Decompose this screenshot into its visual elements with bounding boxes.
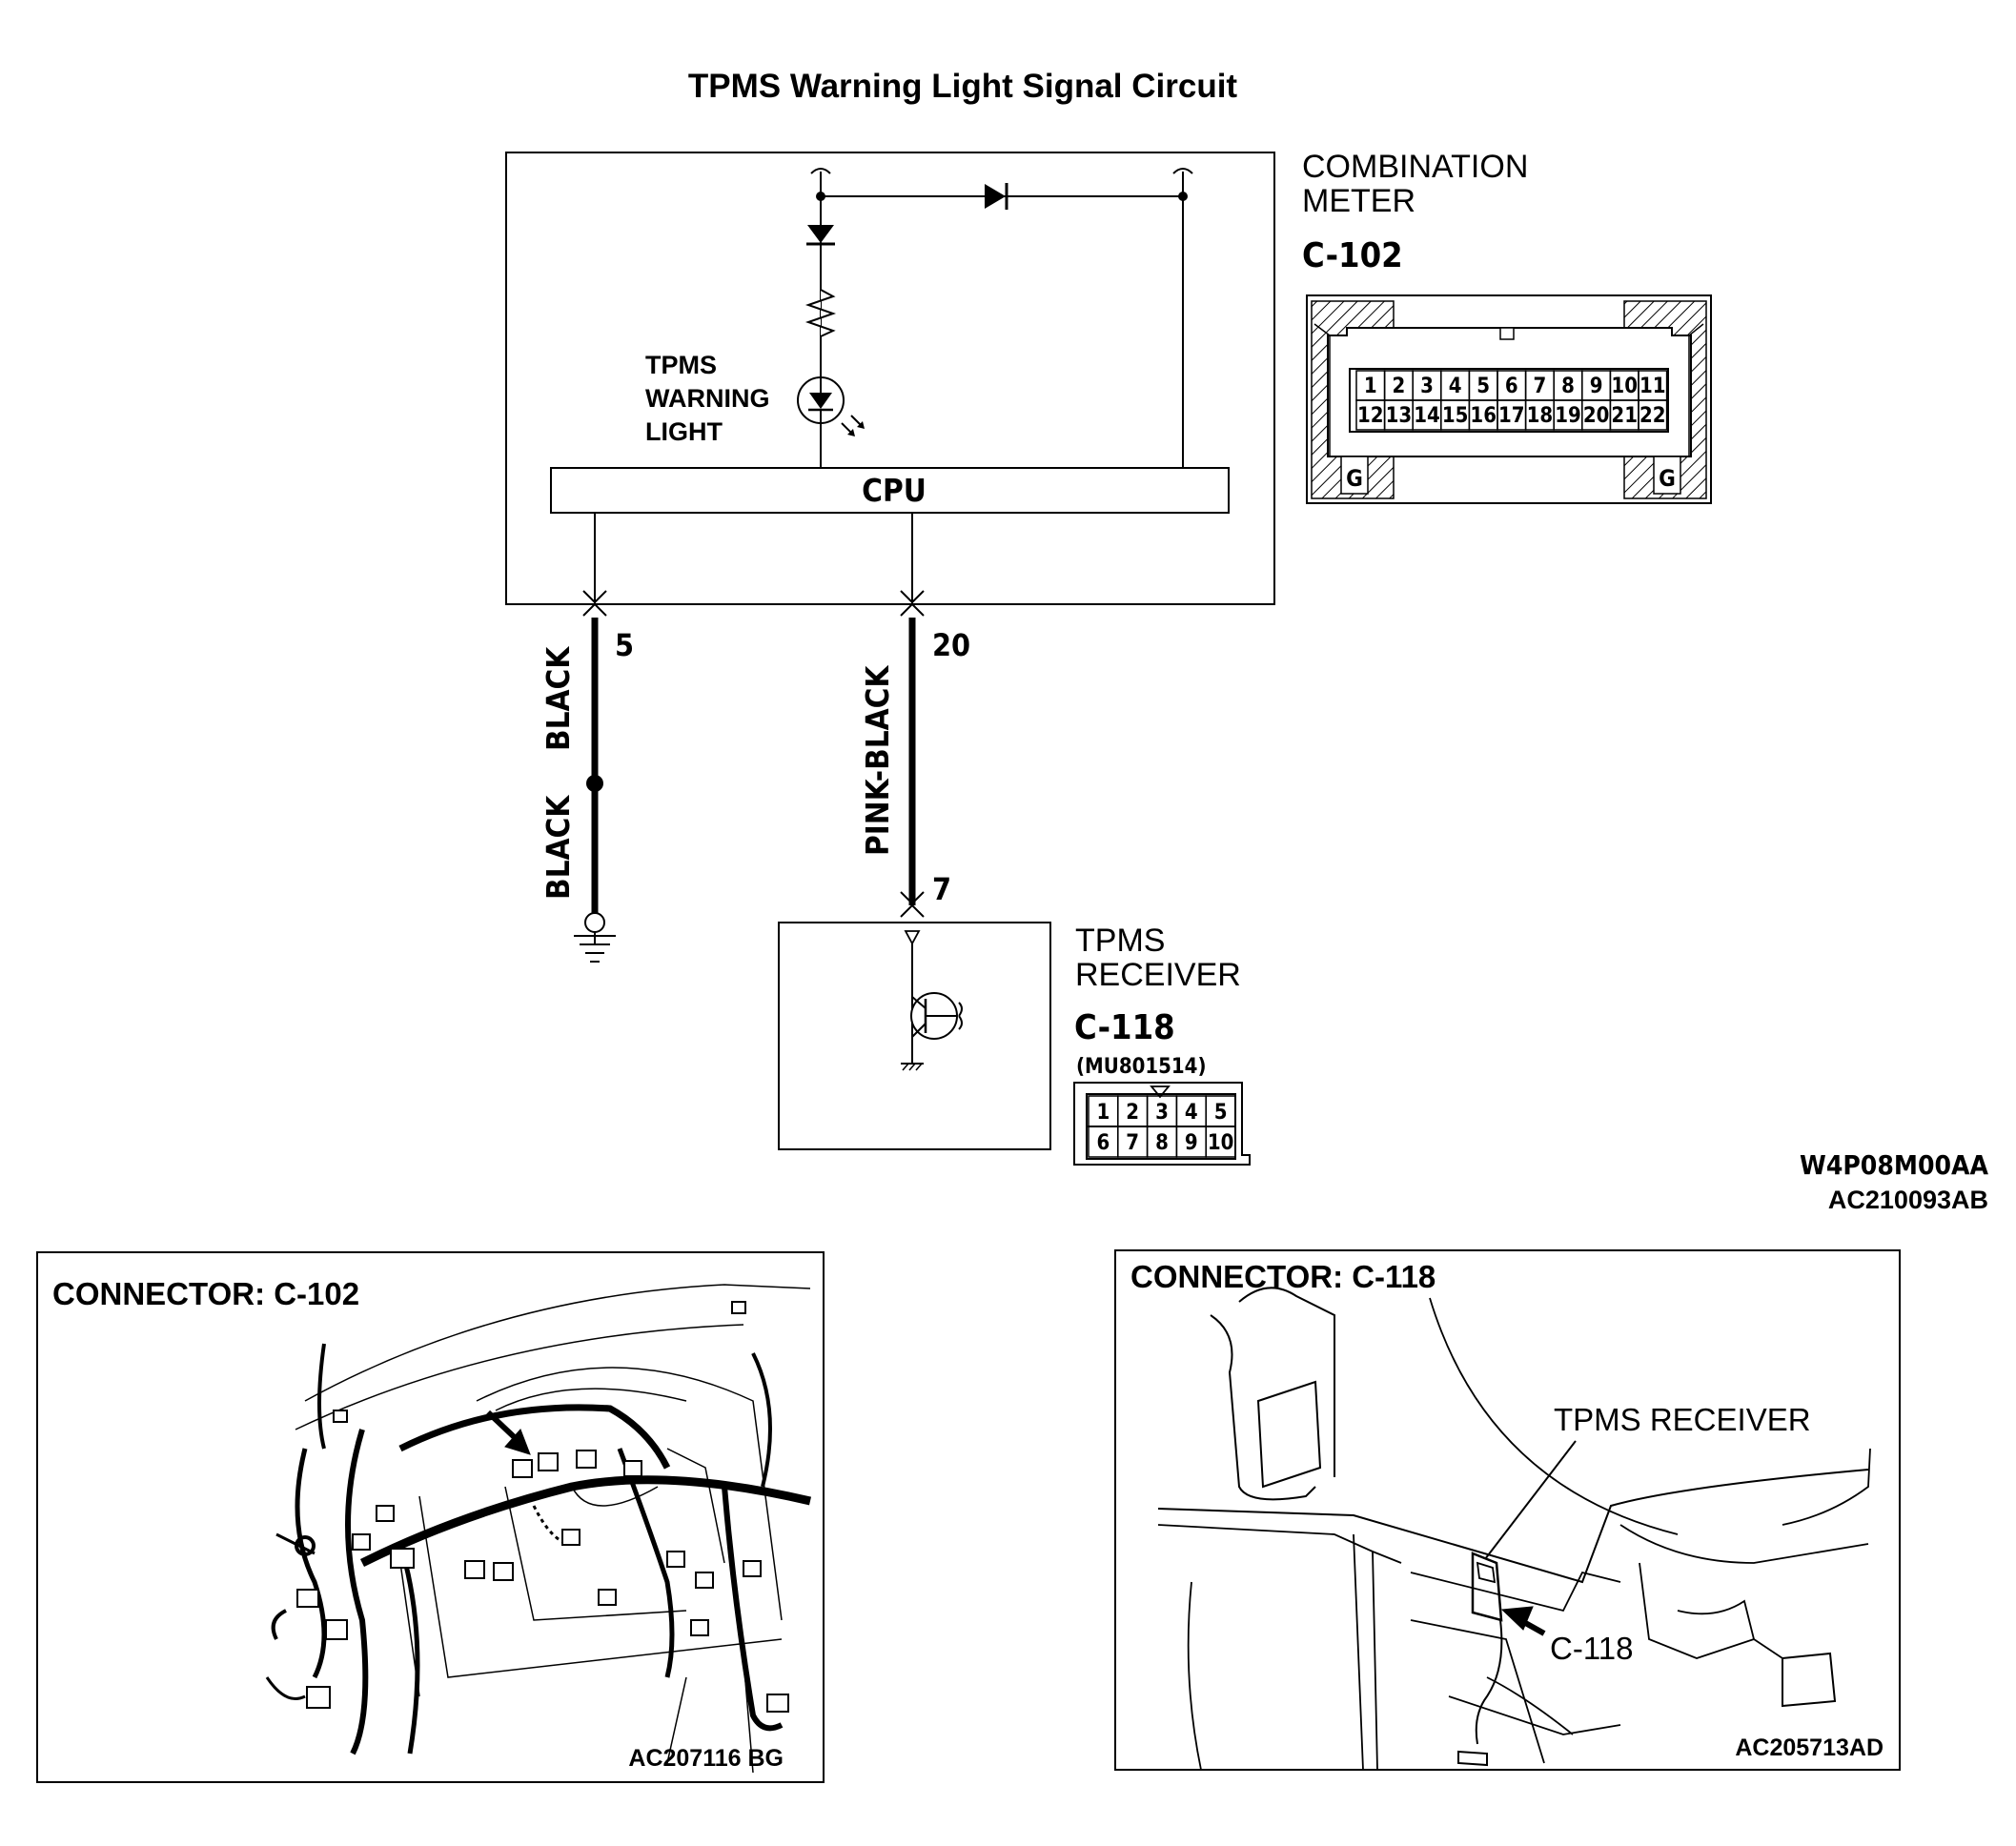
warning-light-label-2: WARNING bbox=[645, 384, 770, 413]
pin-number: 13 bbox=[1386, 404, 1413, 428]
cpu-label: CPU bbox=[862, 472, 927, 509]
diagram-title: TPMS Warning Light Signal Circuit bbox=[688, 68, 1238, 105]
diode-horizontal bbox=[985, 183, 1008, 210]
pin-number: 4 bbox=[1449, 375, 1462, 398]
warning-light-label-3: LIGHT bbox=[645, 417, 723, 446]
pin-number: 18 bbox=[1527, 404, 1554, 428]
instrument-panel-illustration bbox=[265, 1284, 812, 1774]
panel-c118-title: CONNECTOR: C-118 bbox=[1130, 1259, 1436, 1294]
diagram-code-1: W4P08M00AA bbox=[1800, 1149, 1988, 1181]
tpms-receiver-label-1: TPMS bbox=[1075, 923, 1165, 959]
combination-meter-label-1: COMBINATION bbox=[1302, 149, 1528, 185]
tpms-receiver-label-2: RECEIVER bbox=[1075, 957, 1241, 993]
pin-number: 7 bbox=[1126, 1131, 1139, 1155]
pin-number: 9 bbox=[1590, 375, 1603, 398]
pin-number: 15 bbox=[1442, 404, 1469, 428]
c102-guide-right: G bbox=[1659, 465, 1676, 492]
combination-meter-box: TPMS WARNING LIGHT CPU bbox=[505, 152, 1275, 617]
wire-pin20 bbox=[900, 618, 925, 918]
pin-number: 5 bbox=[1214, 1101, 1228, 1125]
panel-c102-title: CONNECTOR: C-102 bbox=[52, 1276, 359, 1311]
pin-number: 1 bbox=[1364, 375, 1377, 398]
pin-number: 12 bbox=[1357, 404, 1384, 428]
panel-c118-receiver-label: TPMS RECEIVER bbox=[1554, 1402, 1811, 1437]
pin-number: 9 bbox=[1185, 1131, 1198, 1155]
c102-guide-left: G bbox=[1346, 465, 1363, 492]
cpu-block bbox=[550, 467, 1230, 514]
pin-number: 20 bbox=[1583, 404, 1610, 428]
wire-color-black-upper: BLACK bbox=[540, 646, 577, 751]
pin-number: 17 bbox=[1498, 404, 1525, 428]
pin-number: 1 bbox=[1097, 1101, 1110, 1125]
pin-cell bbox=[1205, 1126, 1236, 1158]
pin-label-5: 5 bbox=[615, 627, 634, 663]
pin-number: 19 bbox=[1555, 404, 1581, 428]
panel-c102-figure-code: AC207116 BG bbox=[628, 1745, 784, 1772]
pin-number: 6 bbox=[1097, 1131, 1110, 1155]
transistor-icon bbox=[910, 992, 963, 1040]
pin-number: 16 bbox=[1470, 404, 1497, 428]
panel-connector-c118: CONNECTOR: C-118 bbox=[1114, 1249, 1901, 1771]
pin-number: 11 bbox=[1639, 375, 1666, 398]
pin-number: 3 bbox=[1155, 1101, 1169, 1125]
pin-number: 6 bbox=[1505, 375, 1518, 398]
warning-light-label-1: TPMS bbox=[645, 351, 717, 379]
pin-number: 21 bbox=[1611, 404, 1638, 428]
tpms-receiver-box bbox=[778, 922, 1051, 1150]
pin-number: 8 bbox=[1561, 375, 1575, 398]
combination-meter-label-2: METER bbox=[1302, 183, 1415, 219]
pin-number: 10 bbox=[1611, 375, 1638, 398]
pin-number: 2 bbox=[1126, 1101, 1139, 1125]
panel-c118-figure-code: AC205713AD bbox=[1735, 1734, 1884, 1761]
pin-number: 22 bbox=[1639, 404, 1666, 428]
pin-number: 8 bbox=[1155, 1131, 1169, 1155]
panel-c118-connector-label: C-118 bbox=[1550, 1631, 1633, 1666]
splice-point bbox=[586, 775, 603, 792]
pin-number: 2 bbox=[1393, 375, 1406, 398]
pin-number: 14 bbox=[1414, 404, 1440, 428]
pin-number: 3 bbox=[1420, 375, 1434, 398]
wire-color-black-lower: BLACK bbox=[540, 795, 577, 900]
connector-c102-id: C-102 bbox=[1302, 236, 1403, 275]
wire-pin5 bbox=[574, 618, 616, 963]
resistor bbox=[804, 282, 837, 343]
warning-light-icon bbox=[797, 376, 865, 436]
panel-connector-c102: CONNECTOR: C-102 bbox=[36, 1251, 825, 1783]
pin-number: 10 bbox=[1208, 1131, 1234, 1155]
diode-vertical bbox=[806, 225, 835, 246]
pin-number: 7 bbox=[1534, 375, 1547, 398]
pin-label-7: 7 bbox=[932, 871, 951, 907]
console-illustration bbox=[1157, 1287, 1871, 1771]
connector-c118-id: C-118 bbox=[1074, 1008, 1175, 1047]
connector-c118-part-number: (MU801514) bbox=[1076, 1055, 1207, 1079]
pin-label-20: 20 bbox=[932, 627, 970, 663]
pin-cell bbox=[1638, 399, 1668, 431]
wire-color-pink-black: PINK-BLACK bbox=[859, 665, 896, 856]
diagram-code-2: AC210093AB bbox=[1828, 1186, 1988, 1214]
pin-number: 4 bbox=[1185, 1101, 1198, 1125]
pin-number: 5 bbox=[1476, 375, 1490, 398]
